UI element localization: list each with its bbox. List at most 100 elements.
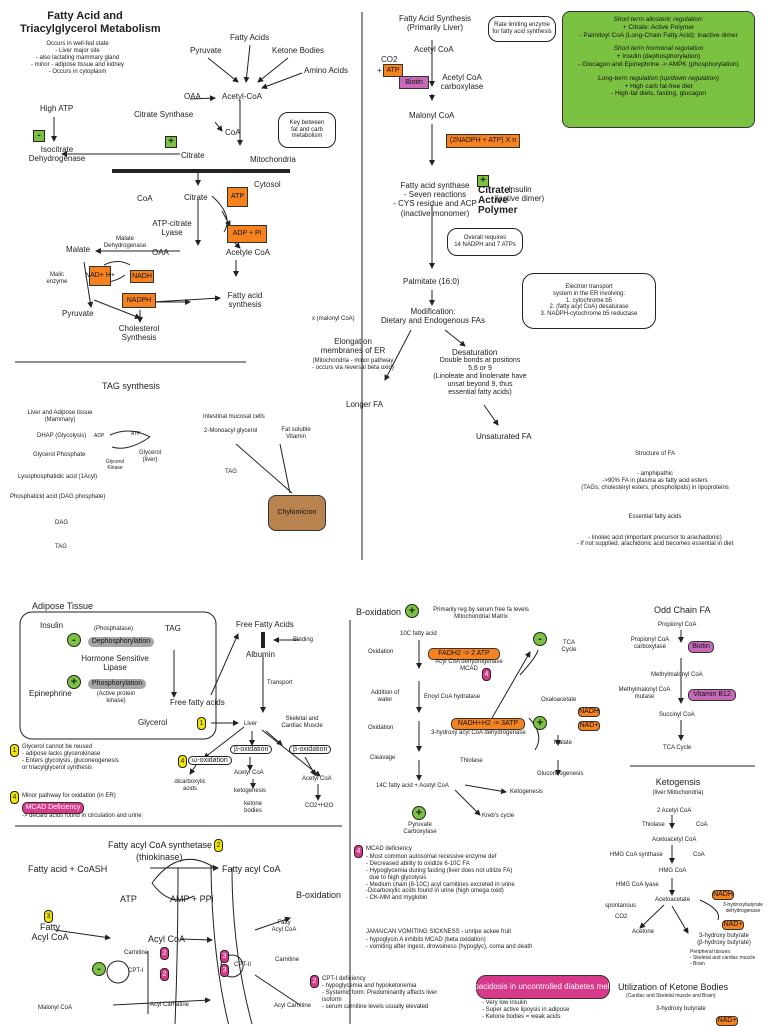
page-title: Fatty Acid and Triacylglycerol Metabolis… xyxy=(20,10,161,35)
reg-short-allo-title: Short term allosteric regulation: xyxy=(613,16,704,23)
label-beta-reg: Primarily reg by serum free fa levels Mi… xyxy=(433,607,529,620)
plus-icon: + xyxy=(477,175,489,187)
node-lpa: Lysophosphatidic acid (1Acyl) xyxy=(18,474,98,480)
node-co2: CO2 xyxy=(615,914,628,920)
label-glycerol-kinase: Glycerol Kinase xyxy=(105,459,125,471)
label-insulin-dimer: Insulin (active dimer) xyxy=(495,185,545,204)
label-high-atp: High ATP xyxy=(40,104,74,113)
reg-line: + High carb fat-free diet xyxy=(624,82,693,90)
label-x-malonyl: x (malonyl CoA) xyxy=(312,316,355,322)
callout-rate-limiting: Rate limiting enzyme for fatty acid synt… xyxy=(488,16,556,42)
node-tag: TAG xyxy=(55,544,67,550)
label-acd: Acyl CoA dehydrogenase MCAD xyxy=(435,659,503,672)
label-pyruvate-carboxylase: Pyruvate Carboxylase xyxy=(403,822,437,835)
badge-4: 4 xyxy=(10,791,19,804)
node-amino-acids: Amino Acids xyxy=(304,66,349,75)
fas-title: Fatty Acid Synthesis (Primarily Liver) xyxy=(398,14,472,33)
atp-box: ATP xyxy=(227,187,248,207)
node-fatty-acids: Fatty Acids xyxy=(230,33,270,42)
intro-line: Occurs in well-fed state xyxy=(46,41,109,47)
cpt-deficiency-lines: CPT-I deficiency - hypoglycemia and hypo… xyxy=(322,976,438,1010)
badge-1: 1 xyxy=(197,717,206,730)
plus-icon: + xyxy=(165,136,177,148)
label-addition-of-water: Addition of water xyxy=(370,690,400,703)
label-desaturation: Desaturation xyxy=(452,348,498,357)
label-pcc: Propionyl CoA carboxylase xyxy=(630,637,670,650)
badge-2: 2 xyxy=(214,839,223,852)
intro-line: - minor - adipose tissue and kidney xyxy=(30,61,125,68)
node-ketone-bodies: ketone bodies xyxy=(243,801,262,814)
callout-electron-transport: Electron transport system in the ER invo… xyxy=(522,273,656,329)
node-pa: Phosphaticid acid (DAG phosphate) xyxy=(10,494,106,500)
structure-lines: - amphipathic ->90% FA in plasma as fatt… xyxy=(581,471,729,492)
node-fatty-acyl-coa: Fatty acyl CoA xyxy=(222,864,281,874)
label-bhd: 3-hydroxybutyrate dehydrogenase xyxy=(722,902,764,914)
intro-line: - also lactating mammary gland xyxy=(35,54,120,61)
label-cleavage: Cleavage xyxy=(370,755,396,761)
nad-small-pill: NAD+ xyxy=(578,721,600,731)
nadh-pill: NADH+H2 -> 3ATP xyxy=(451,718,525,730)
node-albumin: Albumin xyxy=(246,650,275,659)
label-fatty-acid-synthase: Fatty acid synthase - Seven reactions - … xyxy=(393,181,477,218)
reg-line: + Citrate: Active Polymer xyxy=(622,23,695,31)
ketoacidosis-pill: Ketoacidosis in uncontrolled diabetes me… xyxy=(462,975,624,999)
node-glycerol-phosphate: Glycerol Phosphate xyxy=(33,452,86,458)
node-malonyl-coa: Malonyl CoA xyxy=(409,111,455,120)
minus-icon: - xyxy=(533,632,547,646)
regulation-box: Short term allosteric regulation: + Citr… xyxy=(562,11,755,128)
node-cytosol-oaa: OAA xyxy=(152,248,169,257)
label-intestinal: Intestinal mucosal cells xyxy=(203,414,265,420)
ketogenesis-title: Ketogensis xyxy=(655,777,701,787)
minus-icon: - xyxy=(33,130,45,142)
chylomicron-box: Chylomicron xyxy=(268,495,326,531)
node-ketone-bodies: Ketone Bodies xyxy=(272,46,325,55)
node-fa-coash: Fatty acid + CoASH xyxy=(28,864,108,874)
structure-title: Structure of FA xyxy=(634,450,676,457)
node-acyl-carnitine-2: Acyl Carnitine xyxy=(274,1003,312,1009)
node-dhap: DHAP (Glycolysis) xyxy=(37,433,87,439)
label-insulin: Insulin xyxy=(40,621,64,630)
label-thiolase: Thiolase xyxy=(460,758,483,764)
node-methylmalonyl-coa: Methylmalonyl CoA xyxy=(651,672,703,678)
node-carnitine: Carnitine xyxy=(124,950,149,956)
page-title-line1: Fatty Acid and xyxy=(47,10,123,22)
node-hmg-coa: HMG CoA xyxy=(659,868,687,874)
label-cytosol: Cytosol xyxy=(254,180,281,189)
label-peripheral: Peripheral tissues: - Skeletal and cardi… xyxy=(690,949,756,967)
plus-icon: + xyxy=(405,604,419,618)
jvs-title: JAMAICAN VOMITING SICKNESS - unripe acke… xyxy=(366,929,512,935)
ketone-util-sub: (Cardiac and Skeletal muscle and Brain) xyxy=(626,993,716,999)
label-thiokinase: (thiokinase) xyxy=(136,852,183,862)
node-palmitate: Palmitate (16:0) xyxy=(403,277,460,286)
ketone-util-title: Utilization of Ketone Bodies xyxy=(618,982,729,992)
label-facs: Fatty acyl CoA synthetase xyxy=(108,840,213,850)
biotin-pill: Biotin xyxy=(688,641,714,653)
minus-icon: - xyxy=(67,633,81,647)
label-hmg-synthase: HMG CoA synthase xyxy=(610,852,663,858)
label-hacd: 3-hydroxy acyl CoA dehydrogenase xyxy=(431,730,526,736)
node-tca-cycle: TCA Cycle xyxy=(663,745,692,751)
phos-pill: Phosphorylation xyxy=(88,679,146,689)
node-free-fatty-acids-in: Free fatty acids xyxy=(170,698,225,707)
essential-lines: - linoleic acid (important precursor to … xyxy=(576,534,734,548)
node-cytosol-pyruvate: Pyruvate xyxy=(62,309,94,318)
plus-icon: + xyxy=(533,716,547,730)
nadh-pill: NADH xyxy=(712,890,734,900)
plus-icon: + xyxy=(67,675,81,689)
badge-3: 3 xyxy=(220,950,229,963)
fadh2-pill: FADH2 -> 2 ATP xyxy=(428,648,500,660)
callout-overall: Overall requires 14 NADPH and 7 ATPs xyxy=(447,228,523,256)
label-mitochondria: Mitochondria xyxy=(250,155,296,164)
fas-atp-box: ATP xyxy=(383,64,403,77)
node-acetoacetate: Acetoacetate xyxy=(655,897,691,903)
node-fatty-acyl-coa-right: Fatty Acyl CoA xyxy=(271,920,297,933)
minus-icon: - xyxy=(92,962,106,976)
node-fat-soluble-vitamin: Fat soluble Vitamin xyxy=(281,427,311,440)
label-hmg-lyase: HMG CoA lyase xyxy=(616,882,659,888)
plus-icon: + xyxy=(412,806,426,820)
node-3-hydroxy-butyrate: 3-hydroxy butyrate xyxy=(656,1006,706,1012)
node-dicarboxylic: dicarboxylic acids xyxy=(174,779,206,792)
node-longer-fa: Longer FA xyxy=(346,400,383,409)
